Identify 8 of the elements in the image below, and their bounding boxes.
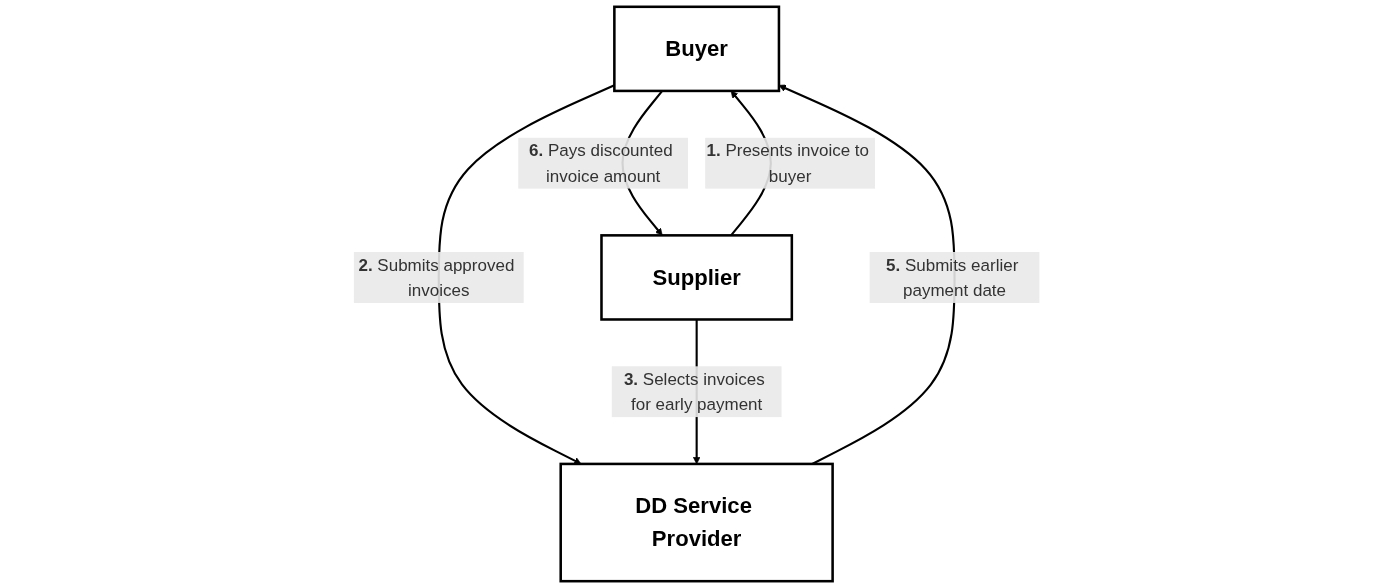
edge-label: 6. Pays discounted invoice amount <box>528 141 673 186</box>
edge-label: 2. Submits approved invoices <box>358 255 515 300</box>
node-box: Buyer <box>612 5 781 93</box>
edge-label: 3. Selects invoices for early payment <box>623 369 765 414</box>
edge-label: 5. Submits earlier payment date <box>885 255 1019 300</box>
edge-label: 1. Presents invoice to buyer <box>706 141 869 186</box>
node-box: Supplier <box>600 234 793 321</box>
node-box: DD Service Provider <box>559 462 834 583</box>
